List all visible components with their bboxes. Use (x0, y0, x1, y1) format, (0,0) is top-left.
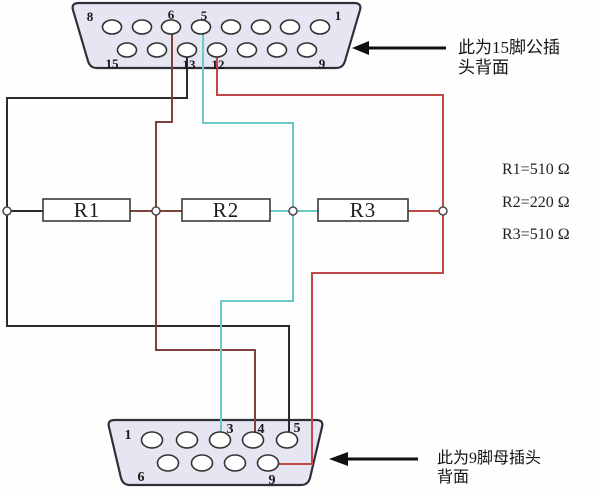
db15-pin-13 (176, 42, 198, 58)
db15-pin-15 (116, 42, 138, 58)
bottom-note-line2: 背面 (437, 468, 469, 486)
db9-pin-5 (275, 431, 299, 449)
db9-label-1: 1 (125, 428, 132, 443)
junction-node-left (2, 206, 12, 216)
db9-pin-2 (175, 431, 199, 449)
junction-node-r1-r2 (151, 206, 161, 216)
r1-value-text: R1=510 Ω (502, 161, 570, 178)
top-note-arrow-head-icon (352, 41, 369, 55)
top-note-line2: 头背面 (458, 58, 509, 77)
resistor-r3-box (317, 198, 409, 222)
db15-pin-6 (160, 19, 182, 35)
db15-pin-1 (309, 19, 331, 35)
db15-label-15: 15 (106, 56, 120, 71)
db15-pin-3 (250, 19, 272, 35)
resistor-r1-box (42, 198, 131, 222)
junction-node-right (438, 206, 448, 216)
db15-pin-8 (101, 19, 123, 35)
db15-label-1: 1 (335, 8, 342, 23)
db15-label-6: 6 (168, 7, 175, 22)
resistor-r1-label: R1 (74, 198, 101, 222)
db9-label-9: 9 (269, 473, 276, 488)
db15-pin-9 (296, 42, 318, 58)
db15-pin-11 (236, 42, 258, 58)
db9-pin-3 (208, 431, 232, 449)
black-wire-pin13-to-pin5 (6, 50, 290, 437)
top-note-line1: 此为15脚公插 (458, 38, 560, 57)
resistor-r2-label: R2 (213, 198, 240, 222)
db15-label-5: 5 (201, 8, 208, 23)
dark-red-wire-pin6-to-pin4 (155, 30, 256, 437)
db15-pin-4 (220, 19, 242, 35)
db15-pin-7 (131, 19, 153, 35)
db15-pin-5 (190, 19, 212, 35)
db15-pin-10 (266, 42, 288, 58)
db15-pin-12 (206, 42, 228, 58)
r3-value-text: R3=510 Ω (502, 226, 570, 243)
resistor-r2-box (181, 198, 271, 222)
bottom-note-line1: 此为9脚母插头 (437, 449, 541, 467)
db9-label-5: 5 (294, 421, 301, 436)
db9-label-4: 4 (258, 422, 265, 437)
db15-pin-2 (279, 19, 301, 35)
resistor-r3-label: R3 (350, 198, 377, 222)
junction-node-r2-r3 (288, 206, 298, 216)
db15-pin-14 (146, 42, 168, 58)
db15-label-12: 12 (212, 57, 225, 72)
db9-label-6: 6 (138, 470, 145, 485)
db15-label-9: 9 (319, 56, 326, 71)
db15-label-13: 13 (183, 57, 197, 72)
db9-pin-9 (256, 454, 280, 472)
db15-male-connector-body (71, 1, 362, 70)
db9-pin-4 (241, 431, 265, 449)
db9-pin-8 (223, 454, 247, 472)
db9-pin-7 (190, 454, 214, 472)
db9-pin-6 (156, 454, 180, 472)
red-wire-pin12-to-pin9 (216, 52, 444, 465)
db9-label-3: 3 (227, 422, 234, 437)
db9-pin-1 (140, 431, 164, 449)
bottom-note-arrow-head-icon (329, 452, 348, 466)
r2-value-text: R2=220 Ω (502, 194, 570, 211)
db15-label-8: 8 (87, 9, 94, 24)
